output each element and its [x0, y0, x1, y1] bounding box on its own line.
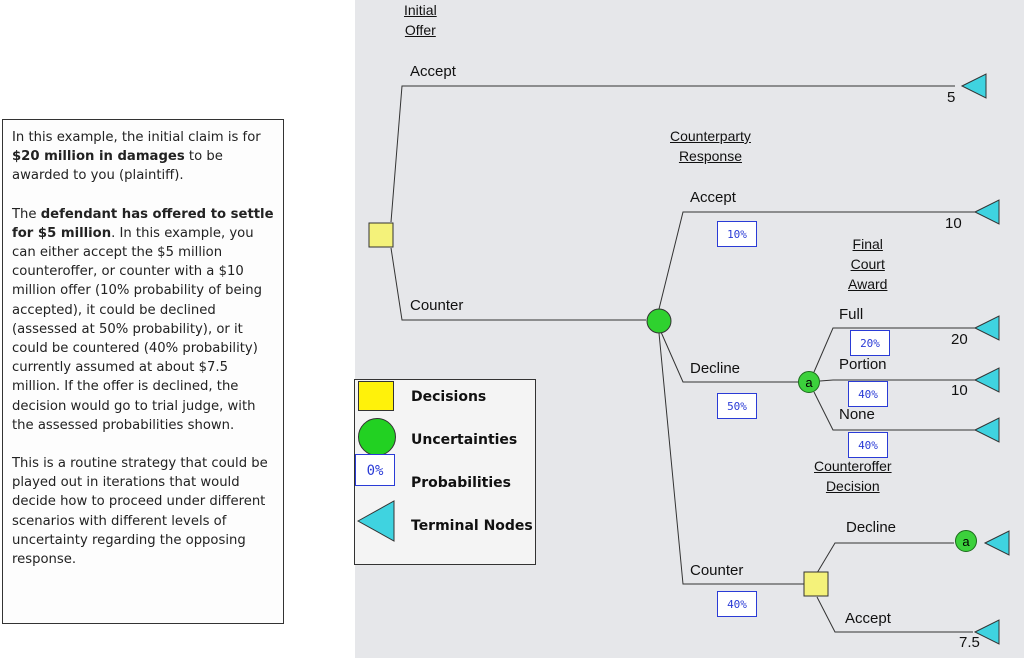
probability-accept-response[interactable]: 10% — [717, 221, 757, 247]
legend-row-terminal-nodes: Terminal Nodes — [355, 500, 535, 542]
terminal-node-accept-response — [973, 199, 1000, 225]
legend: Decisions Uncertainties 0% Probabilities… — [354, 379, 536, 565]
branch-line-none — [813, 391, 977, 431]
legend-label-uncertainties: Uncertainties — [411, 432, 518, 448]
header-text: Decision — [825, 478, 880, 494]
header-text: Response — [678, 148, 742, 164]
branch-label-full: Full — [839, 306, 864, 323]
branch-label-decline-response: Decline — [690, 360, 741, 377]
probability-none[interactable]: 40% — [848, 432, 888, 458]
header-text: Final — [852, 236, 883, 252]
value-accept-initial: 5 — [947, 89, 956, 106]
branch-line-full — [813, 327, 977, 373]
probability-box-icon: 0% — [355, 454, 395, 486]
uncertainty-circle-icon — [358, 418, 396, 456]
header-text: Court — [850, 256, 885, 272]
branch-label-counter-response: Counter — [690, 562, 744, 579]
header-counterparty-response: Counterparty Response — [670, 126, 751, 166]
decision-tree-canvas: Initial Offer Counterparty Response Fina… — [355, 0, 1024, 658]
legend-label-probabilities: Probabilities — [411, 475, 511, 491]
value-accept-counteroffer: 7.5 — [959, 634, 980, 651]
terminal-node-none — [973, 417, 1000, 443]
branch-line-accept-counteroffer — [816, 596, 973, 633]
explanation-text: The — [12, 206, 41, 222]
decision-tree-lines — [368, 73, 1010, 645]
probability-decline-response[interactable]: 50% — [717, 393, 757, 419]
header-text: Counteroffer — [814, 458, 892, 474]
explanation-bold: defendant has offered to settle for $5 m… — [12, 206, 274, 241]
branch-label-counter-initial: Counter — [410, 297, 464, 314]
header-text: Award — [848, 276, 888, 292]
decision-node-initial — [368, 222, 394, 248]
explanation-bold: $20 million in damages — [12, 149, 185, 165]
legend-label-terminal-nodes: Terminal Nodes — [411, 518, 533, 534]
branch-line-counter-response — [658, 332, 804, 585]
branch-line-decline-response — [660, 331, 798, 383]
terminal-node-accept-counteroffer — [973, 619, 1000, 645]
terminal-triangle-icon — [356, 500, 395, 542]
branch-label-accept-initial: Accept — [410, 63, 456, 80]
explanation-text: . In this example, you can either accept… — [12, 225, 262, 433]
header-text: Offer — [404, 22, 436, 38]
branch-label-accept-response: Accept — [690, 189, 736, 206]
header-final-court-award: Final Court Award — [848, 234, 887, 294]
branch-line-portion — [819, 379, 977, 382]
branch-line-accept-initial — [390, 85, 955, 223]
terminal-node-decline-counteroffer — [983, 530, 1010, 556]
legend-row-decisions: Decisions — [355, 380, 535, 420]
branch-label-accept-counteroffer: Accept — [845, 610, 891, 627]
probability-counter-response[interactable]: 40% — [717, 591, 757, 617]
explanation-paragraph-3: This is a routine strategy that could be… — [12, 456, 268, 568]
decision-node-counteroffer — [803, 571, 829, 597]
branch-line-accept-response — [658, 211, 975, 310]
decision-square-icon — [358, 381, 394, 411]
chance-node-response — [646, 308, 672, 334]
value-portion: 10 — [951, 382, 968, 399]
branch-label-decline-counteroffer: Decline — [846, 519, 897, 536]
terminal-node-full — [973, 315, 1000, 341]
terminal-node-accept-initial — [960, 73, 987, 99]
terminal-node-portion — [973, 367, 1000, 393]
header-text: Counterparty — [670, 128, 751, 144]
value-accept-response: 10 — [945, 215, 962, 232]
explanation-text: to be awarded to you (plaintiff). — [12, 149, 223, 184]
branch-label-portion: Portion — [839, 356, 887, 373]
probability-full[interactable]: 20% — [850, 330, 890, 356]
branch-label-none: None — [839, 406, 875, 423]
chance-reference-node[interactable]: a — [955, 530, 977, 552]
explanation-box: In this example, the initial claim is fo… — [2, 119, 284, 624]
value-full: 20 — [951, 331, 968, 348]
header-counteroffer-decision: Counteroffer Decision — [814, 456, 892, 496]
legend-row-uncertainties: Uncertainties — [355, 418, 535, 458]
explanation-text: In this example, the initial claim is fo… — [12, 130, 261, 145]
branch-line-counter-initial — [390, 247, 646, 321]
legend-label-decisions: Decisions — [411, 389, 487, 405]
explanation-paragraph-1: In this example, the initial claim is fo… — [12, 128, 276, 186]
branch-line-decline-counteroffer — [816, 542, 954, 574]
header-text: Initial — [404, 2, 437, 18]
probability-portion[interactable]: 40% — [848, 381, 888, 407]
explanation-paragraph-2: The defendant has offered to settle for … — [12, 205, 276, 435]
chance-node-court-award[interactable]: a — [798, 371, 820, 393]
legend-row-probabilities: 0% Probabilities — [355, 454, 535, 504]
header-initial-offer: Initial Offer — [404, 0, 437, 40]
